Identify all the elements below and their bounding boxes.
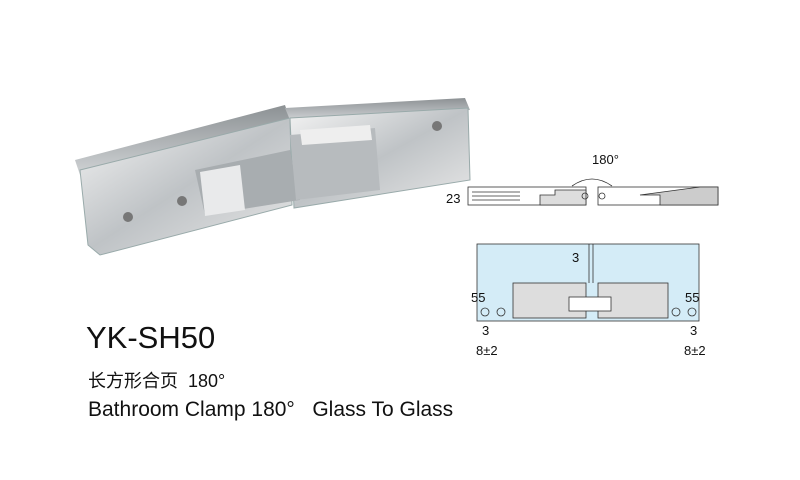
side-view-drawing — [467, 178, 719, 206]
right-offset-label: 3 — [690, 323, 698, 338]
front-view-drawing — [476, 243, 700, 322]
hinge-photo — [75, 98, 471, 256]
left-glass-label: 8±2 — [476, 343, 498, 358]
right-height-label: 55 — [685, 290, 700, 305]
left-height-label: 55 — [471, 290, 486, 305]
product-name-english: Bathroom Clamp 180° Glass To Glass — [88, 398, 454, 421]
right-glass-label: 8±2 — [684, 343, 706, 358]
thickness-label: 23 — [446, 191, 461, 206]
product-name-chinese: 长方形合页 180° — [88, 371, 226, 391]
gap-label: 3 — [572, 250, 580, 265]
model-number: YK-SH50 — [86, 320, 216, 355]
angle-label: 180° — [592, 152, 619, 167]
left-offset-label: 3 — [482, 323, 490, 338]
